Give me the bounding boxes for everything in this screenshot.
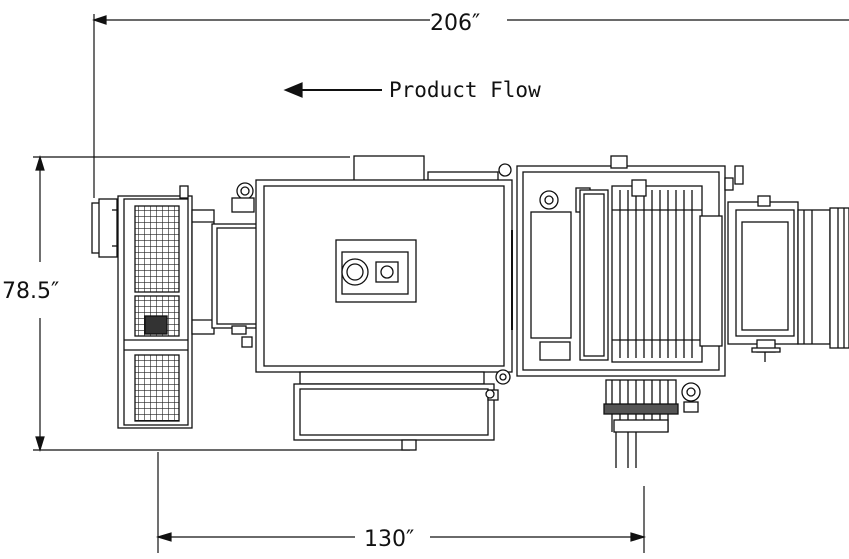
outfeed-conveyor: [727, 195, 849, 362]
width-label: 78.5″: [2, 279, 59, 304]
sub-length-label: 130″: [364, 527, 414, 552]
machine-drawing: [91, 155, 849, 468]
product-flow-label: Product Flow: [389, 78, 541, 102]
electrical-box: [293, 371, 499, 451]
infeed-port: [91, 198, 122, 258]
outfeed-fixture: [603, 379, 701, 468]
vent-cabinet: [117, 185, 193, 429]
processing-module: [516, 155, 744, 377]
main-oven-module: [231, 155, 513, 385]
dimension-lines: [33, 14, 849, 553]
overall-length-label: 206″: [430, 11, 480, 36]
connector-frame: [191, 209, 263, 348]
